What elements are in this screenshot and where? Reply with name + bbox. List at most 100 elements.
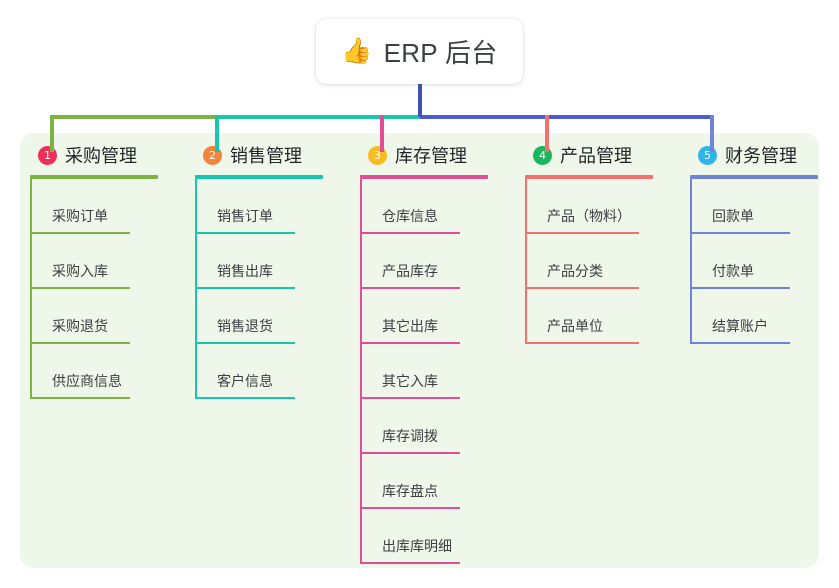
leaf-item[interactable]: 销售出库 — [185, 234, 350, 289]
root-title: ERP 后台 — [383, 38, 498, 68]
leaf-item[interactable]: 销售订单 — [185, 179, 350, 234]
leaf-underline — [195, 342, 295, 344]
leaf-underline — [30, 287, 130, 289]
number-badge: 4 — [533, 145, 552, 165]
leaf-item[interactable]: 库存调拨 — [350, 399, 515, 454]
leaf-underline — [360, 507, 460, 509]
leaf-vertical-connector — [195, 344, 197, 399]
number-badge: 3 — [368, 145, 387, 165]
leaf-item[interactable]: 采购订单 — [20, 179, 185, 234]
number-badge: 1 — [38, 145, 57, 165]
leaf-label: 其它出库 — [382, 318, 438, 334]
leaf-label: 供应商信息 — [52, 373, 122, 389]
column-drop-connector — [545, 115, 549, 152]
leaf-item[interactable]: 产品分类 — [515, 234, 680, 289]
leaf-vertical-connector — [690, 289, 692, 344]
leaf-item[interactable]: 其它入库 — [350, 344, 515, 399]
leaf-item[interactable]: 回款单 — [680, 179, 830, 234]
leaf-underline — [195, 397, 295, 399]
leaf-label: 销售退货 — [217, 318, 273, 334]
column-4: 4 产品管理产品（物料） 产品分类产品单位 — [515, 140, 680, 344]
leaf-label: 产品库存 — [382, 263, 438, 279]
leaf-item[interactable]: 产品库存 — [350, 234, 515, 289]
leaf-vertical-connector — [360, 234, 362, 289]
column-title: 财务管理 — [725, 146, 797, 166]
thumbs-up-icon: 👍 — [341, 37, 373, 65]
leaf-item[interactable]: 其它出库 — [350, 289, 515, 344]
leaf-label: 库存盘点 — [382, 483, 438, 499]
leaf-list: 产品（物料） 产品分类产品单位 — [515, 179, 680, 344]
column-title: 销售管理 — [230, 146, 302, 166]
leaf-item[interactable]: 产品单位 — [515, 289, 680, 344]
leaf-item[interactable]: 仓库信息 — [350, 179, 515, 234]
leaf-underline — [195, 232, 295, 234]
leaf-vertical-connector — [360, 179, 362, 234]
leaf-underline — [360, 287, 460, 289]
leaf-vertical-connector — [360, 344, 362, 399]
leaf-item[interactable]: 结算账户 — [680, 289, 830, 344]
leaf-label: 回款单 — [712, 208, 754, 224]
leaf-item[interactable]: 付款单 — [680, 234, 830, 289]
leaf-vertical-connector — [525, 179, 527, 234]
leaf-underline — [30, 397, 130, 399]
column-header[interactable]: 3 库存管理 — [350, 140, 515, 170]
leaf-vertical-connector — [690, 179, 692, 234]
leaf-item[interactable]: 供应商信息 — [20, 344, 185, 399]
leaf-underline — [690, 287, 790, 289]
leaf-label: 采购退货 — [52, 318, 108, 334]
leaf-underline — [360, 562, 460, 564]
leaf-vertical-connector — [360, 289, 362, 344]
leaf-vertical-connector — [690, 234, 692, 289]
leaf-vertical-connector — [360, 399, 362, 454]
column-header[interactable]: 4 产品管理 — [515, 140, 680, 170]
column-title: 产品管理 — [560, 146, 632, 166]
leaf-item[interactable]: 库存盘点 — [350, 454, 515, 509]
root-trunk-connector — [418, 84, 422, 117]
leaf-vertical-connector — [30, 289, 32, 344]
leaf-vertical-connector — [360, 454, 362, 509]
leaf-item[interactable]: 客户信息 — [185, 344, 350, 399]
leaf-label: 结算账户 — [712, 318, 768, 334]
leaf-underline — [195, 287, 295, 289]
column-underline — [690, 175, 818, 179]
leaf-label: 仓库信息 — [382, 208, 438, 224]
leaf-underline — [360, 452, 460, 454]
column-underline — [360, 175, 488, 179]
column-title: 库存管理 — [395, 146, 467, 166]
leaf-underline — [525, 287, 639, 289]
leaf-label: 采购订单 — [52, 208, 108, 224]
leaf-underline — [30, 232, 130, 234]
bus-segment — [50, 115, 219, 119]
leaf-label: 销售出库 — [217, 263, 273, 279]
leaf-item[interactable]: 产品（物料） — [515, 179, 680, 234]
leaf-vertical-connector — [525, 234, 527, 289]
leaf-label: 客户信息 — [217, 373, 273, 389]
leaf-list: 采购订单采购入库采购退货供应商信息 — [20, 179, 185, 399]
leaf-item[interactable]: 采购退货 — [20, 289, 185, 344]
leaf-vertical-connector — [30, 344, 32, 399]
leaf-item[interactable]: 销售退货 — [185, 289, 350, 344]
leaf-item[interactable]: 出库库明细 — [350, 509, 515, 564]
column-underline — [525, 175, 653, 179]
column-underline — [195, 175, 323, 179]
column-drop-connector — [380, 115, 384, 152]
bus-segment — [215, 115, 424, 119]
leaf-list: 仓库信息产品库存其它出库其它入库库存调拨库存盘点出库库明细 — [350, 179, 515, 564]
leaf-label: 付款单 — [712, 263, 754, 279]
leaf-label: 出库库明细 — [382, 538, 452, 554]
leaf-vertical-connector — [360, 509, 362, 564]
leaf-label: 产品（物料） — [547, 208, 631, 224]
diagram-panel — [20, 133, 819, 568]
leaf-underline — [690, 232, 790, 234]
leaf-vertical-connector — [525, 289, 527, 344]
leaf-vertical-connector — [195, 179, 197, 234]
leaf-item[interactable]: 采购入库 — [20, 234, 185, 289]
column-drop-connector — [710, 115, 714, 152]
bus-segment — [420, 115, 714, 119]
root-node[interactable]: 👍 ERP 后台 — [316, 19, 523, 84]
column-3: 3 库存管理仓库信息产品库存其它出库其它入库库存调拨库存盘点出库库明细 — [350, 140, 515, 564]
